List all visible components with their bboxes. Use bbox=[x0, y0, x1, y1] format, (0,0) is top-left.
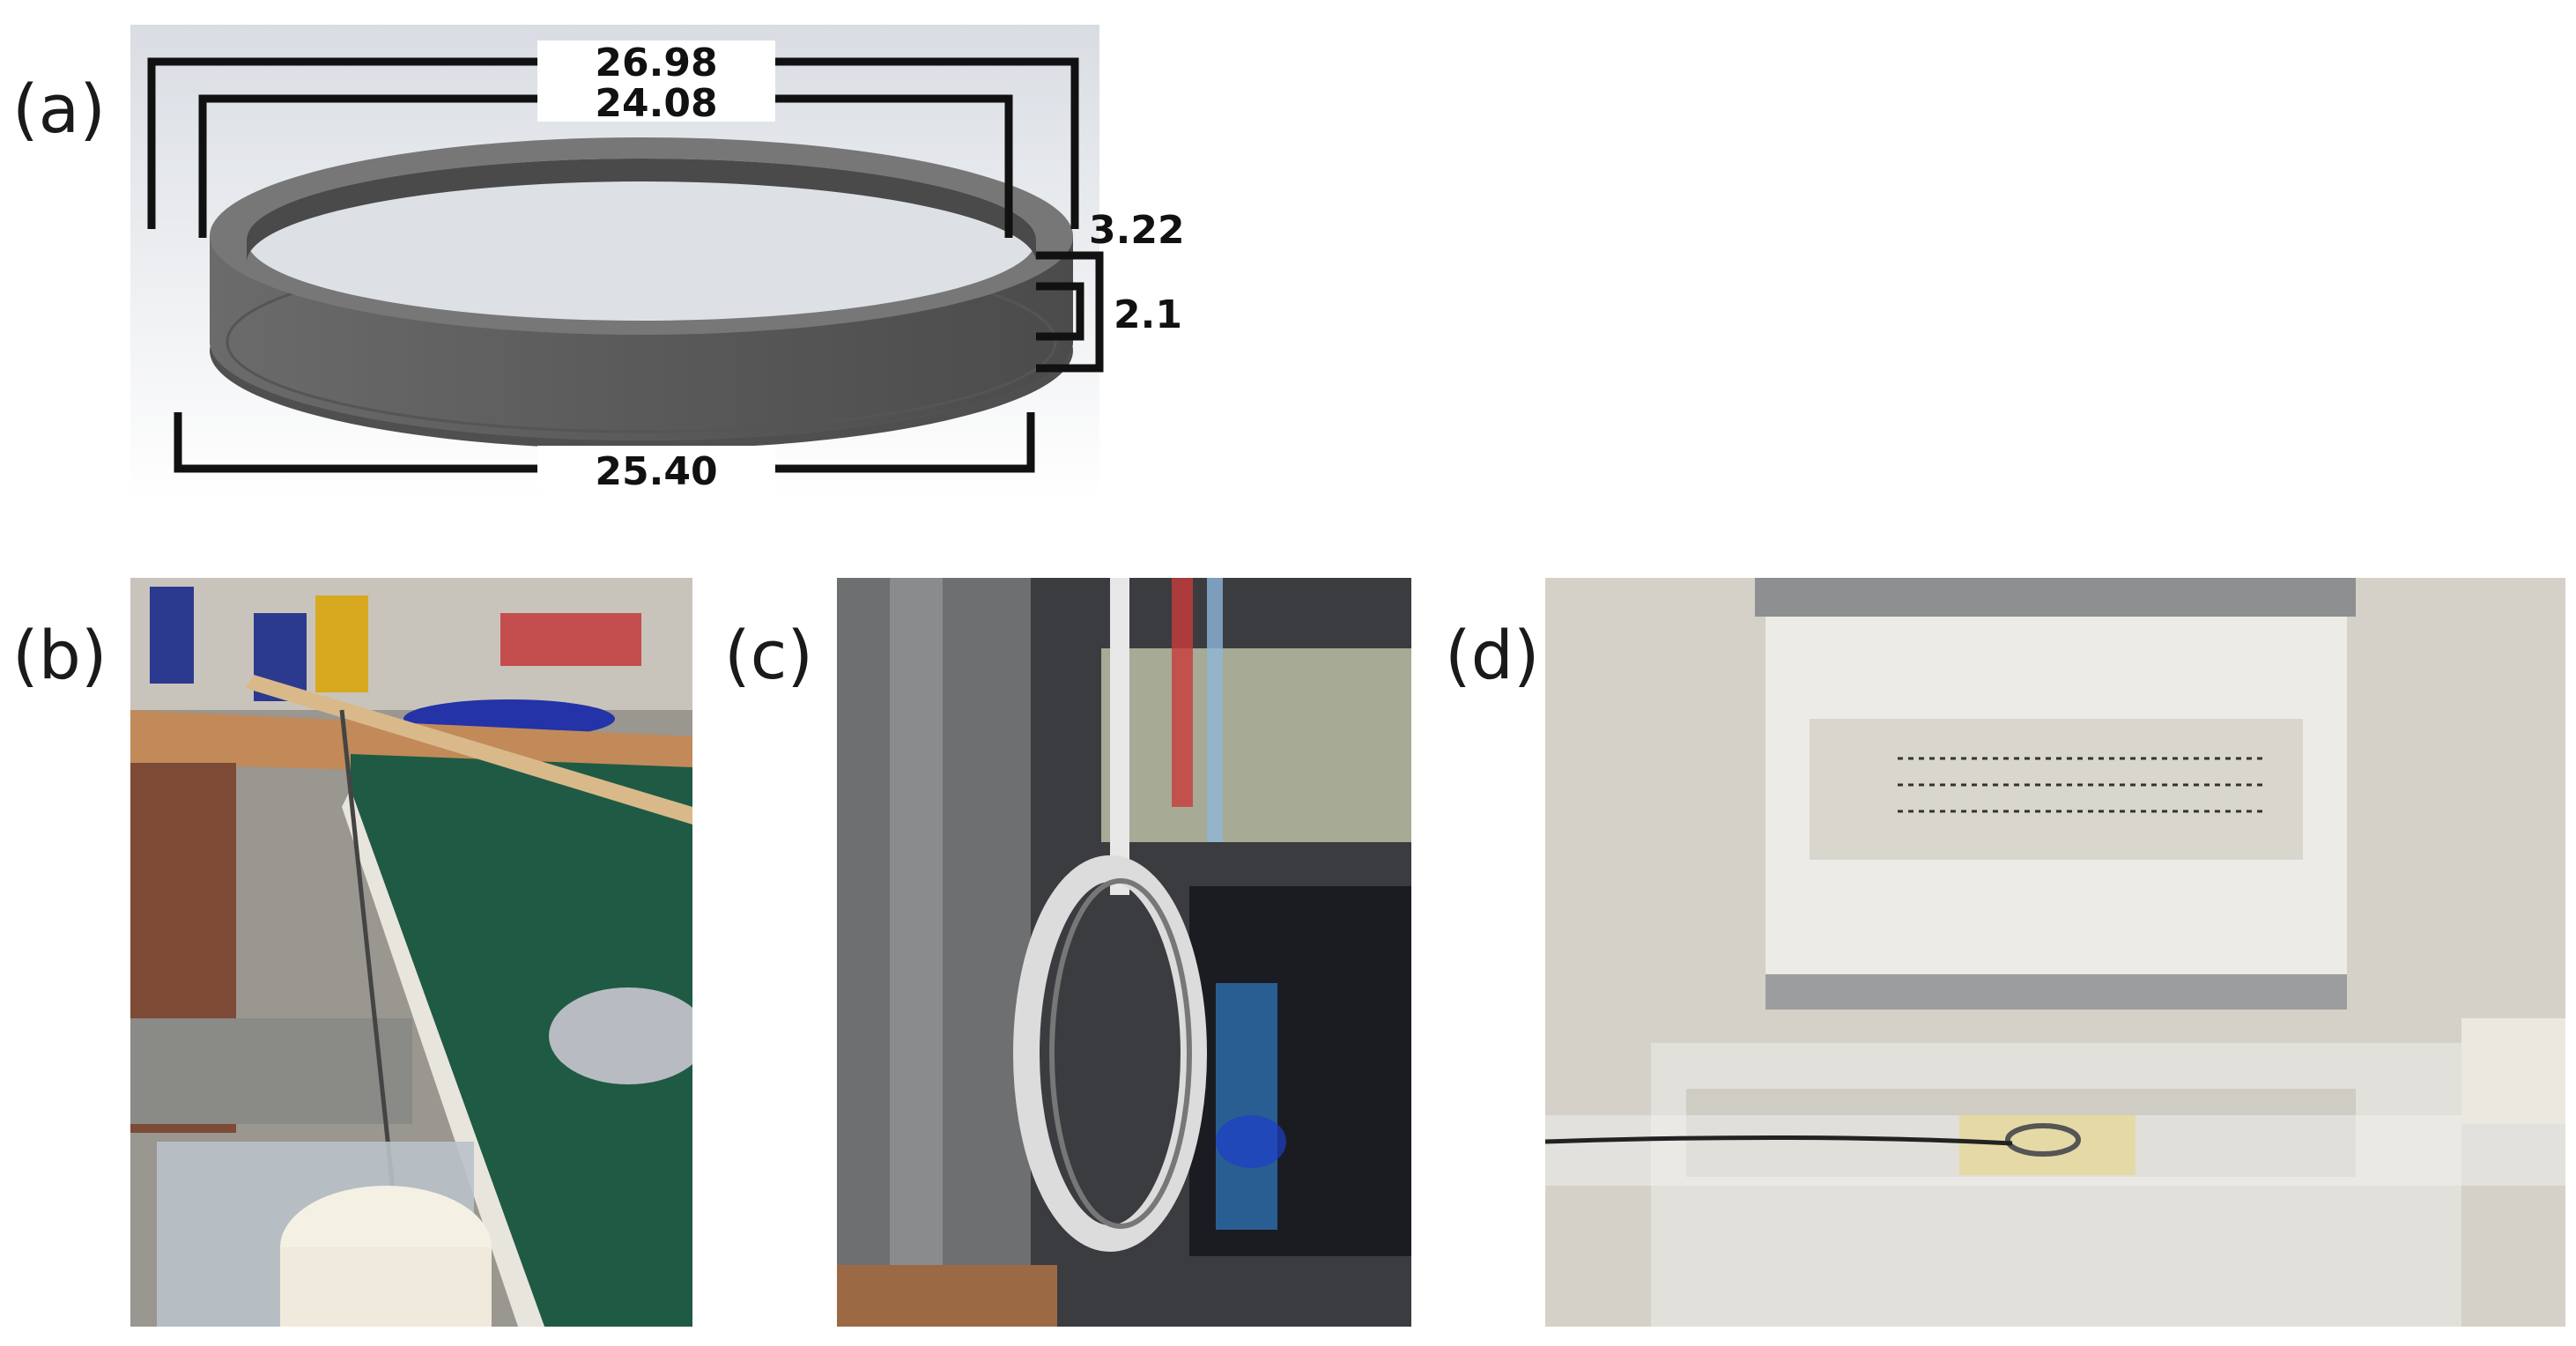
panel-label-a: (a) bbox=[12, 70, 106, 148]
panel-label-b: (b) bbox=[12, 616, 107, 694]
dim-height-outer bbox=[1036, 251, 1104, 373]
dim-bottom-label: 25.40 bbox=[595, 449, 717, 494]
photo-wire-dip bbox=[130, 578, 692, 1327]
panel-label-d: (d) bbox=[1445, 616, 1540, 694]
dim-height-outer-label: 3.22 bbox=[1089, 208, 1185, 253]
panel-label-c: (c) bbox=[724, 616, 814, 694]
silver-ring bbox=[1013, 855, 1207, 1252]
dim-inner-top-label: 24.08 bbox=[595, 81, 717, 126]
ring-inner-opening bbox=[247, 159, 1036, 321]
photo-wire-dip-drawing bbox=[130, 578, 692, 1327]
dim-height-inner bbox=[1036, 282, 1084, 341]
photo-kiln-drawing bbox=[1545, 578, 2565, 1327]
ring-cad-drawing: 26.98 24.08 3.22 2.1 25.40 bbox=[130, 25, 1185, 500]
photo-hanging-ring-drawing bbox=[837, 578, 1411, 1327]
photo-hanging-ring bbox=[837, 578, 1411, 1327]
photo-kiln bbox=[1545, 578, 2565, 1327]
dim-height-inner-label: 2.1 bbox=[1114, 292, 1182, 337]
